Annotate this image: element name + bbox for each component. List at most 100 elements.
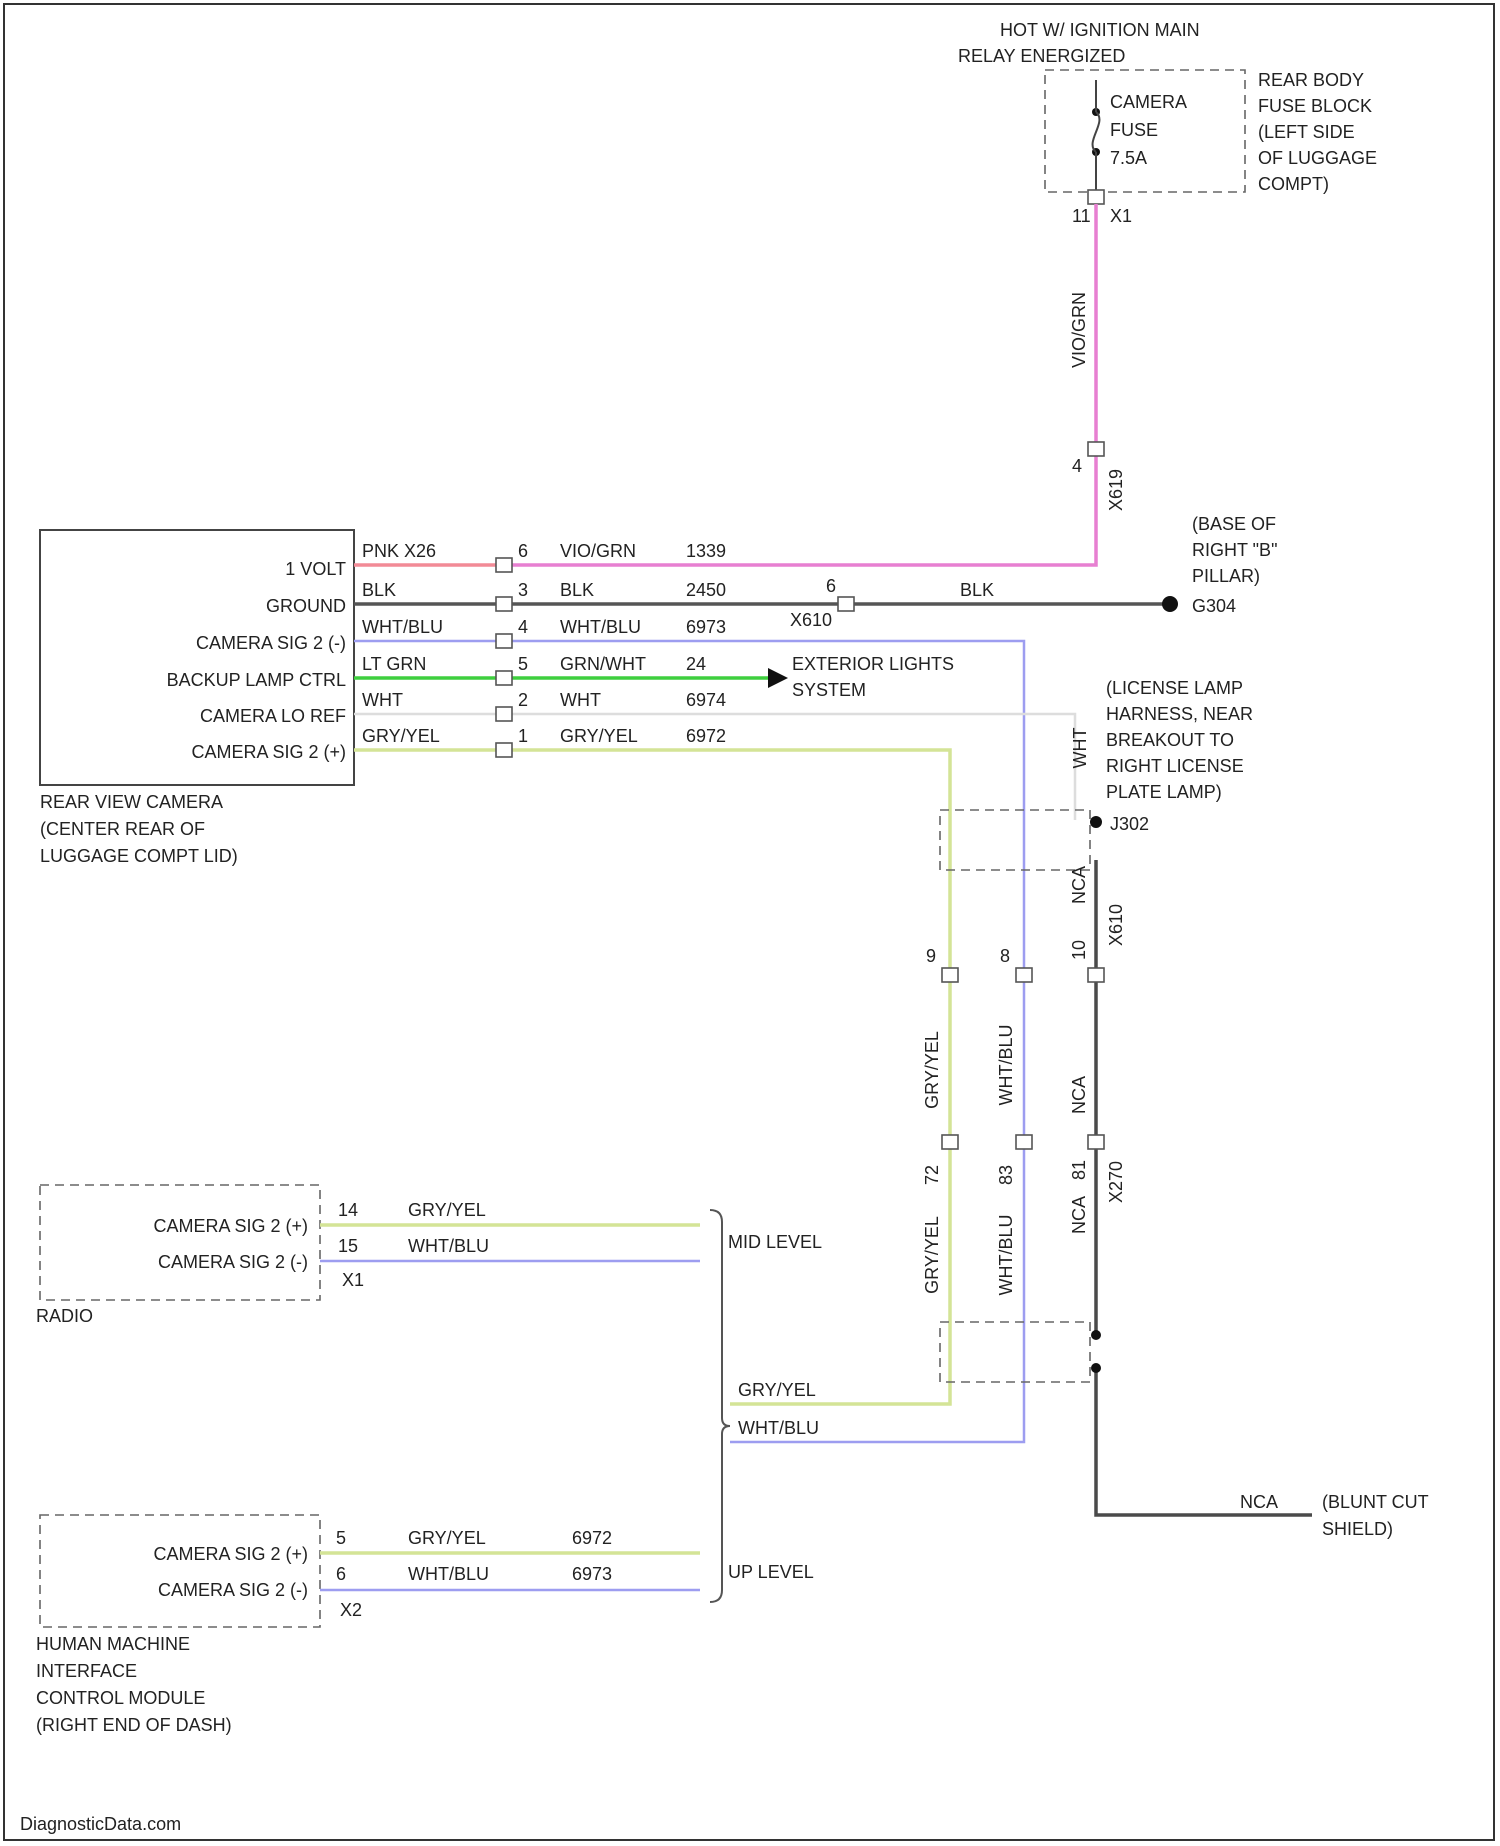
hmi-name-line-2: INTERFACE (36, 1661, 137, 1681)
lower-pin-3: 81 (1069, 1160, 1089, 1180)
wire-label-right-3: WHT/BLU (560, 617, 641, 637)
fuse-name-line-2: FUSE (1110, 120, 1158, 140)
camera-pin-label-5: CAMERA LO REF (200, 706, 346, 726)
vert-label-upper-3: NCA (1069, 1076, 1089, 1114)
lower-inline-connector (942, 1135, 1104, 1149)
mid-level-label: MID LEVEL (728, 1232, 822, 1252)
camera-pin-label-6: CAMERA SIG 2 (+) (191, 742, 346, 762)
power-wire-color: VIO/GRN (1069, 292, 1089, 368)
camera-connector (496, 558, 512, 757)
license-text-3: BREAKOUT TO (1106, 730, 1234, 750)
fuse-rating: 7.5A (1110, 148, 1147, 168)
circuit-6: 6972 (686, 726, 726, 746)
radio-pin-1: 14 (338, 1200, 358, 1220)
wire-label-right-4: GRN/WHT (560, 654, 646, 674)
upper-nca-label: NCA (1069, 866, 1089, 904)
hmi-wire-label-2: WHT/BLU (408, 1564, 489, 1584)
radio-wire-label-2: WHT/BLU (408, 1236, 489, 1256)
ground-point (1162, 596, 1178, 612)
license-text-1: (LICENSE LAMP (1106, 678, 1243, 698)
upper-pin-1: 9 (926, 946, 936, 966)
license-text-4: RIGHT LICENSE (1106, 756, 1244, 776)
wire-label-left-6: GRY/YEL (362, 726, 440, 746)
upper-pin-2: 8 (1000, 946, 1010, 966)
radio-name: RADIO (36, 1306, 93, 1326)
wire-label-left-4: LT GRN (362, 654, 426, 674)
power-wire (500, 204, 1096, 565)
hmi-circuit-2: 6973 (572, 1564, 612, 1584)
fuse-block-location-2: FUSE BLOCK (1258, 96, 1372, 116)
hmi-pin-1: 5 (336, 1528, 346, 1548)
radio-outline (40, 1185, 320, 1300)
fuse-condition-line-2: RELAY ENERGIZED (958, 46, 1125, 66)
wire-label-left-1: PNK X26 (362, 541, 436, 561)
camera-name-line-2: (CENTER REAR OF (40, 819, 205, 839)
ground-id: G304 (1192, 596, 1236, 616)
fuse-block-location-3: (LEFT SIDE (1258, 122, 1355, 142)
power-splice-pin: 4 (1072, 456, 1082, 476)
license-text-2: HARNESS, NEAR (1106, 704, 1253, 724)
ground-location-2: RIGHT "B" (1192, 540, 1277, 560)
fuse-block-location-5: COMPT) (1258, 174, 1329, 194)
conn-pin-3: 4 (518, 617, 528, 637)
vert-label-lower-2: WHT/BLU (996, 1215, 1016, 1296)
wire-label-right-6: GRY/YEL (560, 726, 638, 746)
circuit-5: 6974 (686, 690, 726, 710)
camera-pin-label-3: CAMERA SIG 2 (-) (196, 633, 346, 653)
watermark: DiagnosticData.com (20, 1814, 181, 1834)
vert-label-lower-1: GRY/YEL (922, 1216, 942, 1294)
radio-pin-label-1: CAMERA SIG 2 (+) (153, 1216, 308, 1236)
conn-pin-5: 2 (518, 690, 528, 710)
ground-connector-pin: 6 (826, 576, 836, 596)
conn-pin-2: 3 (518, 580, 528, 600)
lower-shield-outline (940, 1322, 1090, 1382)
exterior-lights-line-1: EXTERIOR LIGHTS (792, 654, 954, 674)
hmi-name-line-1: HUMAN MACHINE (36, 1634, 190, 1654)
shield-wire-label: NCA (1240, 1492, 1278, 1512)
merge-label-wht: WHT/BLU (738, 1418, 819, 1438)
hmi-circuit-1: 6972 (572, 1528, 612, 1548)
wire-sig-plus (354, 750, 950, 1404)
shield-drain-lower (1096, 1368, 1312, 1515)
fuse-connector: X1 (1110, 206, 1132, 226)
lower-pin-1: 72 (922, 1165, 942, 1185)
conn-pin-4: 5 (518, 654, 528, 674)
rear-view-camera: 1 VOLT GROUND CAMERA SIG 2 (-) BACKUP LA… (40, 530, 354, 866)
radio-wire-label-1: GRY/YEL (408, 1200, 486, 1220)
hmi-pin-2: 6 (336, 1564, 346, 1584)
radio-pin-label-2: CAMERA SIG 2 (-) (158, 1252, 308, 1272)
radio-module: CAMERA SIG 2 (+) CAMERA SIG 2 (-) RADIO … (36, 1185, 364, 1326)
upper-pin-3: 10 (1069, 940, 1089, 960)
license-text-5: PLATE LAMP) (1106, 782, 1222, 802)
level-bracket (710, 1210, 730, 1602)
hmi-name-line-4: (RIGHT END OF DASH) (36, 1715, 232, 1735)
hmi-pin-label-1: CAMERA SIG 2 (+) (153, 1544, 308, 1564)
merge-label-gry: GRY/YEL (738, 1380, 816, 1400)
wire-label-left-5: WHT (362, 690, 403, 710)
upper-connector-id: X610 (1106, 904, 1126, 946)
hmi-module: CAMERA SIG 2 (+) CAMERA SIG 2 (-) HUMAN … (36, 1515, 362, 1735)
camera-pin-label-1: 1 VOLT (285, 559, 346, 579)
vert-label-upper-2: WHT/BLU (996, 1025, 1016, 1106)
radio-pin-2: 15 (338, 1236, 358, 1256)
camera-name-line-1: REAR VIEW CAMERA (40, 792, 223, 812)
hmi-outline (40, 1515, 320, 1627)
exterior-lights-line-2: SYSTEM (792, 680, 866, 700)
wire-label-right-2: BLK (560, 580, 594, 600)
ground-wire-label: BLK (960, 580, 994, 600)
camera-name-line-3: LUGGAGE COMPT LID) (40, 846, 238, 866)
hmi-name-line-3: CONTROL MODULE (36, 1688, 205, 1708)
license-wire-label: WHT (1070, 728, 1090, 769)
vert-label-lower-3: NCA (1069, 1196, 1089, 1234)
hmi-pin-label-2: CAMERA SIG 2 (-) (158, 1580, 308, 1600)
lower-connector-id: X270 (1106, 1161, 1126, 1203)
circuit-3: 6973 (686, 617, 726, 637)
shield-text-2: SHIELD) (1322, 1519, 1393, 1539)
circuit-2: 2450 (686, 580, 726, 600)
fuse-block-location-1: REAR BODY (1258, 70, 1364, 90)
radio-connector: X1 (342, 1270, 364, 1290)
wire-label-left-3: WHT/BLU (362, 617, 443, 637)
fuse-block-location-4: OF LUGGAGE (1258, 148, 1377, 168)
j302-point (1090, 816, 1102, 828)
circuit-1: 1339 (686, 541, 726, 561)
